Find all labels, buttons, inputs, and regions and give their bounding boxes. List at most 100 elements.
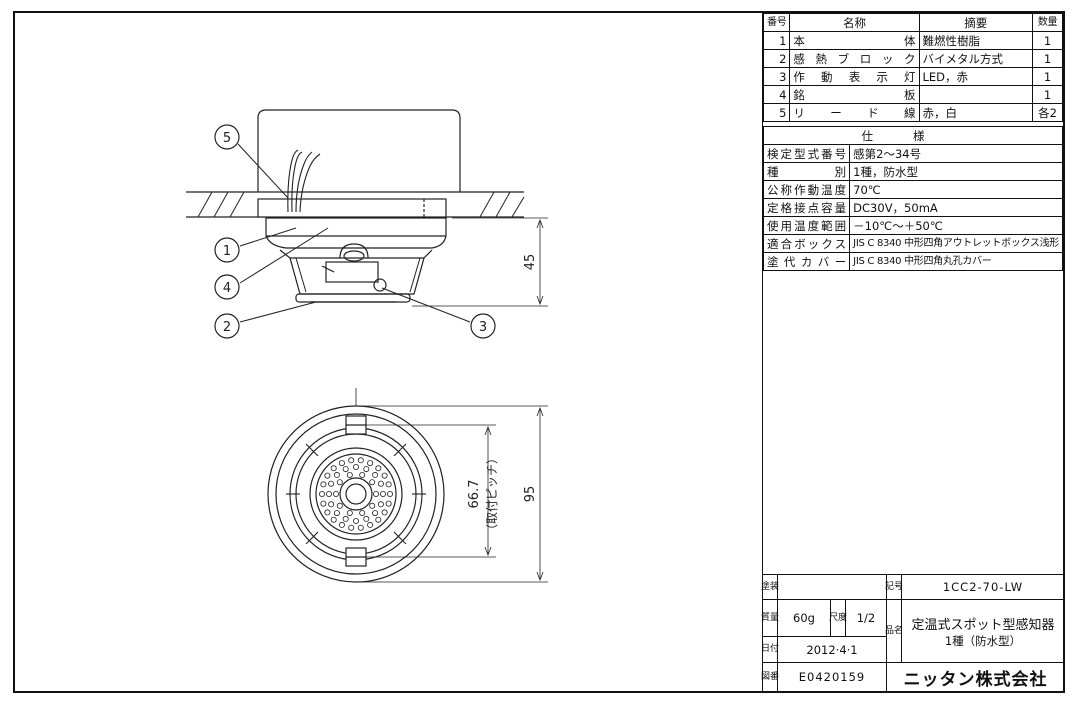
perforation-hole bbox=[348, 524, 355, 531]
part-qty: 1 bbox=[1032, 85, 1063, 104]
table-row: 公称作動温度 70℃ bbox=[762, 180, 1063, 199]
perforation-hole bbox=[359, 471, 366, 478]
perforation-hole bbox=[318, 490, 325, 497]
perforation-hole bbox=[367, 460, 374, 467]
dim-height-label: 45 bbox=[523, 254, 538, 271]
doc-no: E0420159 bbox=[777, 662, 887, 692]
part-note: 赤，白 bbox=[918, 103, 1034, 122]
parts-header-row: 番号 名称 摘要 数量 bbox=[762, 13, 1063, 32]
part-name: リード線 bbox=[789, 103, 920, 122]
part-note: バイメタル方式 bbox=[918, 49, 1034, 68]
perforation-hole bbox=[346, 471, 353, 478]
finish-value bbox=[777, 574, 887, 600]
mass-value: 60g bbox=[777, 599, 831, 637]
perforation-hole bbox=[386, 490, 393, 497]
side-view bbox=[186, 109, 548, 339]
part-no: 4 bbox=[762, 85, 791, 104]
perforation-hole bbox=[328, 501, 335, 508]
table-row: 2 感熱ブロック バイメタル方式 1 bbox=[762, 49, 1063, 68]
perforation-hole bbox=[346, 509, 353, 516]
table-row: 1 本体 難燃性樹脂 1 bbox=[762, 31, 1063, 50]
spec-table: 仕様 検定型式番号 感第2～34号 種別 1種，防水型 公称作動温度 70℃ 定… bbox=[762, 126, 1063, 271]
perforation-hole bbox=[363, 515, 370, 522]
spec-header: 仕様 bbox=[763, 126, 1063, 145]
part-name: 本体 bbox=[789, 31, 920, 50]
part-note: 難燃性樹脂 bbox=[918, 31, 1034, 50]
perforation-hole bbox=[377, 480, 384, 487]
perforation-hole bbox=[328, 480, 335, 487]
perforation-hole bbox=[333, 510, 340, 517]
part-note bbox=[918, 85, 1034, 104]
spec-label: 定格接点容量 bbox=[762, 198, 851, 217]
spec-header-row: 仕様 bbox=[763, 126, 1063, 145]
spec-value: 感第2～34号 bbox=[849, 144, 1063, 163]
perforation-hole bbox=[342, 466, 349, 473]
spec-label: 適合ボックス bbox=[762, 234, 851, 253]
perforation-hole bbox=[367, 521, 374, 528]
parts-header-qty: 数量 bbox=[1032, 13, 1063, 32]
table-row: 5 リード線 赤，白 各2 bbox=[762, 103, 1063, 122]
part-qty: 1 bbox=[1032, 67, 1063, 86]
part-no: 5 bbox=[762, 103, 791, 122]
perforation-hole bbox=[381, 472, 388, 479]
scale-value: 1/2 bbox=[845, 599, 887, 637]
spec-value: －10℃～＋50℃ bbox=[849, 216, 1063, 235]
perforation-hole bbox=[352, 518, 359, 525]
perforation-hole bbox=[336, 479, 343, 486]
drawing-frame bbox=[13, 11, 1065, 693]
perforation-hole bbox=[332, 490, 339, 497]
date-label: 日付 bbox=[761, 636, 779, 663]
scale-label: 尺度 bbox=[829, 599, 847, 637]
spec-label: 公称作動温度 bbox=[762, 180, 851, 199]
perforation-hole bbox=[324, 472, 331, 479]
perforation-hole bbox=[338, 460, 345, 467]
part-note: LED，赤 bbox=[918, 67, 1034, 86]
perforation-hole bbox=[363, 466, 370, 473]
spec-value: JIS C 8340 中形四角アウトレットボックス浅形 bbox=[849, 234, 1063, 253]
spec-label: 種別 bbox=[762, 162, 851, 181]
perforation-hole bbox=[342, 515, 349, 522]
perforation-hole bbox=[357, 457, 364, 464]
technical-drawing: 5 1 4 2 3 45 95 66.7 （取付ピッチ） bbox=[186, 109, 548, 583]
perforation-hole bbox=[372, 510, 379, 517]
drawing-no: 1CC2-70-LW bbox=[901, 574, 1065, 600]
part-qty: 1 bbox=[1032, 49, 1063, 68]
perforation-hole bbox=[377, 501, 384, 508]
dim-diameter-label: 95 bbox=[523, 486, 538, 503]
table-row: 適合ボックス JIS C 8340 中形四角アウトレットボックス浅形 bbox=[762, 234, 1063, 253]
table-row: 使用温度範囲 －10℃～＋50℃ bbox=[762, 216, 1063, 235]
perforation-hole bbox=[357, 524, 364, 531]
table-row: 検定型式番号 感第2～34号 bbox=[762, 144, 1063, 163]
product-label: 品名 bbox=[885, 599, 903, 663]
perforation-hole bbox=[330, 465, 337, 472]
perforation-hole bbox=[385, 481, 392, 488]
parts-header-note: 摘要 bbox=[918, 13, 1034, 32]
perforation-hole bbox=[336, 502, 343, 509]
part-qty: 1 bbox=[1032, 31, 1063, 50]
perforation-hole bbox=[352, 463, 359, 470]
part-no: 3 bbox=[762, 67, 791, 86]
dim-pitch-label: 66.7 bbox=[467, 480, 482, 509]
spec-label: 検定型式番号 bbox=[762, 144, 851, 163]
perforation-hole bbox=[369, 479, 376, 486]
parts-table: 番号 名称 摘要 数量 1 本体 難燃性樹脂 1 2 感熱ブロック バイメタル方… bbox=[762, 13, 1063, 122]
date-value: 2012·4·1 bbox=[777, 636, 887, 663]
callout-1: 1 bbox=[223, 244, 231, 259]
product-sub: 1種（防水型） bbox=[944, 633, 1022, 648]
drawing-no-label: 記号 bbox=[885, 574, 903, 600]
perforation-hole bbox=[372, 490, 379, 497]
mass-label: 質量 bbox=[761, 599, 779, 637]
parts-header-name: 名称 bbox=[789, 13, 920, 32]
perforation-hole bbox=[320, 481, 327, 488]
spec-value: 70℃ bbox=[849, 180, 1063, 199]
callout-3: 3 bbox=[479, 320, 487, 335]
dim-pitch-note: （取付ピッチ） bbox=[485, 452, 499, 536]
product-cell: 定温式スポット型感知器 1種（防水型） bbox=[901, 599, 1065, 663]
perforation-hole bbox=[325, 490, 332, 497]
perforation-hole bbox=[359, 509, 366, 516]
callout-2: 2 bbox=[223, 320, 231, 335]
spec-value: JIS C 8340 中形四角丸孔カバー bbox=[849, 252, 1063, 271]
product-name: 定温式スポット型感知器 bbox=[911, 617, 1055, 633]
perforation-hole bbox=[375, 516, 382, 523]
table-row: 定格接点容量 DC30V，50mA bbox=[762, 198, 1063, 217]
